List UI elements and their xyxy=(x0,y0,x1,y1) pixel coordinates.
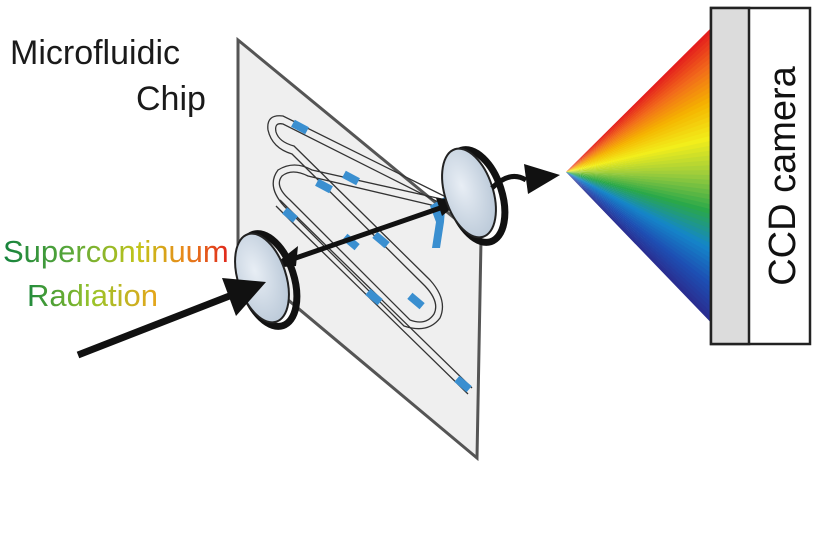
output-arrow xyxy=(490,164,560,194)
spectrum-band xyxy=(566,121,711,172)
ccd-camera-icon: CCD camera xyxy=(709,6,812,346)
incoming-radiation-arrow xyxy=(76,278,266,359)
ccd-sensor xyxy=(709,6,751,346)
droplet xyxy=(365,288,383,306)
output-lens xyxy=(441,146,509,246)
droplet xyxy=(342,170,360,186)
spectrum-band xyxy=(566,130,711,172)
spectrum-band xyxy=(566,111,711,172)
spectrum-band xyxy=(566,135,711,172)
camera-label: CCD camera xyxy=(762,65,804,285)
spectrum-band xyxy=(566,140,711,172)
droplet xyxy=(372,231,390,249)
serpentine-channel xyxy=(267,115,473,395)
spectrum-band xyxy=(566,160,711,172)
spectrum-band xyxy=(566,126,711,172)
spectrum-band xyxy=(566,91,711,172)
spectrum-fan-icon xyxy=(566,28,711,323)
spectrum-band xyxy=(566,62,711,172)
spectrum-band xyxy=(566,150,711,172)
spectrum-band xyxy=(566,37,711,172)
droplet xyxy=(407,292,425,310)
spectrum-band xyxy=(566,155,711,172)
spectrum-band xyxy=(566,165,711,172)
spectrum-band xyxy=(566,52,711,172)
spectrum-band xyxy=(566,57,711,172)
microfluidic-chip xyxy=(236,36,483,462)
spectrum-band xyxy=(566,42,711,173)
droplet xyxy=(291,119,309,135)
spectrum-band xyxy=(566,106,711,172)
spectrum-band xyxy=(566,116,711,172)
droplet xyxy=(282,207,298,223)
droplet xyxy=(315,178,333,194)
spectrum-band xyxy=(566,145,711,172)
spectrum-band xyxy=(566,96,711,172)
spectrum-band xyxy=(566,28,711,172)
spectrum-band xyxy=(566,72,711,172)
radiation-label-line2: Radiation xyxy=(27,278,158,313)
spectrum-band xyxy=(566,86,711,172)
spectrum-band xyxy=(566,81,711,172)
spectrum-band xyxy=(566,47,711,172)
spectrum-band xyxy=(566,172,711,323)
radiation-label-line1: Supercontinuum xyxy=(3,234,229,269)
spectrum-band xyxy=(566,77,711,172)
spectrum-band xyxy=(566,67,711,172)
spectrum-band xyxy=(566,101,711,172)
droplet xyxy=(454,375,472,393)
chip-label-line1: Microfluidic xyxy=(10,34,180,72)
chip-label-line2: Chip xyxy=(136,80,206,118)
spectrum-band xyxy=(566,170,711,176)
spectrum-band xyxy=(566,32,711,173)
